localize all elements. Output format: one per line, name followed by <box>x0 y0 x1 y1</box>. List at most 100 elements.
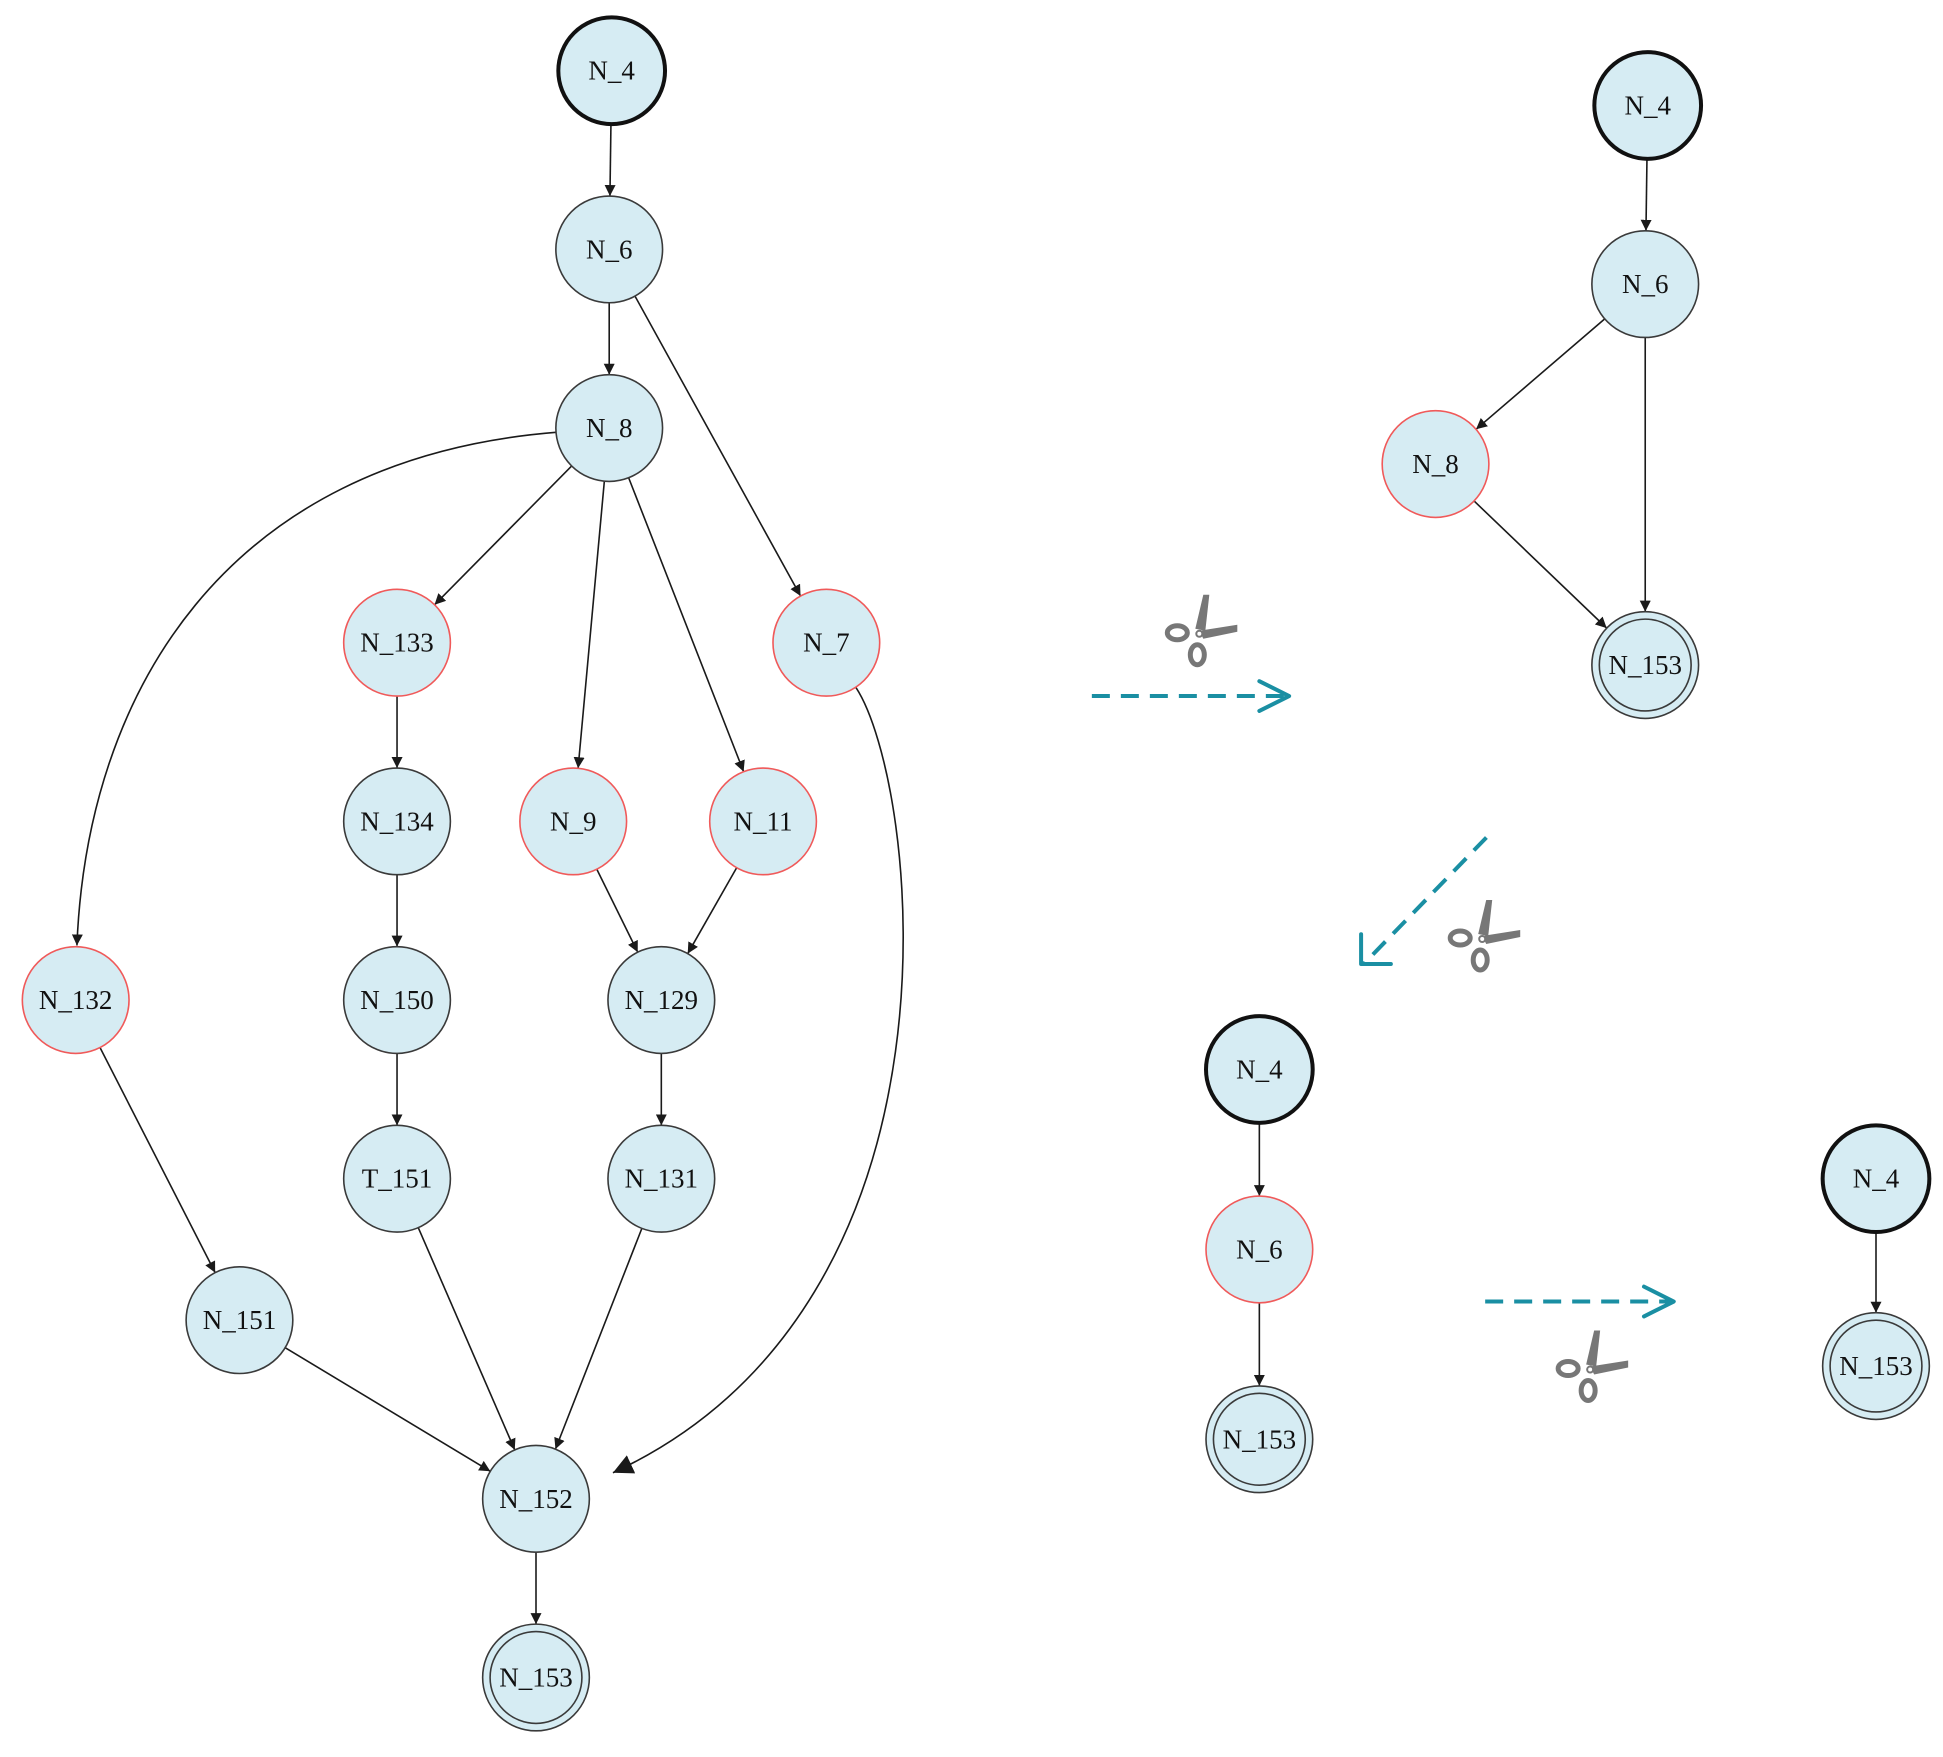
node-circle <box>1820 1123 1932 1235</box>
node-N_133-original: N_133 <box>342 588 452 697</box>
node-label: N_133 <box>360 628 434 658</box>
node-label: N_150 <box>360 985 434 1015</box>
node-circle <box>555 195 664 304</box>
node-N_6-reduced-2: N_6 <box>1205 1195 1314 1304</box>
node-N_151-original: N_151 <box>185 1265 294 1375</box>
node-inner-ring <box>1598 618 1692 712</box>
node-label: N_8 <box>1412 449 1459 479</box>
node-circle <box>342 588 452 697</box>
edge-N_132-to-N_151 <box>99 1047 216 1274</box>
node-circle <box>1381 409 1490 519</box>
node-label: N_4 <box>1853 1164 1900 1194</box>
graph-original-edges <box>71 124 904 1625</box>
node-N_132-original: N_132 <box>21 945 130 1055</box>
node-label: N_153 <box>1839 1351 1913 1381</box>
node-circle <box>1592 50 1704 161</box>
node-circle <box>1821 1311 1931 1421</box>
scissors-icon <box>1447 900 1521 973</box>
edge-N_8-to-N_9 <box>573 481 606 769</box>
edge-N_8-to-N_11 <box>627 477 745 772</box>
node-N_7-original: N_7 <box>772 588 881 697</box>
edge-N_4-to-N_6 <box>1640 158 1652 231</box>
graph-reduced-2-nodes: N_4N_6N_153 <box>1204 1014 1315 1494</box>
node-label: N_7 <box>803 628 850 658</box>
node-label: N_9 <box>550 806 597 836</box>
node-label: N_151 <box>203 1305 277 1335</box>
node-N_6-reduced-1: N_6 <box>1591 229 1700 339</box>
node-N_6-original: N_6 <box>555 195 664 304</box>
node-N_153-reduced-2: N_153 <box>1205 1385 1314 1494</box>
node-circle <box>1591 229 1700 339</box>
node-circle <box>481 1623 591 1732</box>
node-label: N_132 <box>39 985 113 1015</box>
node-label: N_131 <box>625 1164 699 1194</box>
node-label: N_153 <box>1223 1424 1297 1454</box>
edge-N_8-to-N_133 <box>433 465 573 606</box>
node-N_153-original: N_153 <box>481 1623 591 1732</box>
scissors-icon <box>1164 594 1238 668</box>
node-circle <box>607 945 716 1055</box>
node-N_4-reduced-2: N_4 <box>1204 1014 1315 1125</box>
node-circle <box>342 945 452 1055</box>
edge-N_6-to-N_8 <box>1475 318 1606 430</box>
edge-N_131-to-N_152 <box>554 1228 643 1450</box>
node-label: N_152 <box>499 1484 573 1514</box>
node-label: N_6 <box>586 234 633 264</box>
transition-arrow-head <box>1359 932 1393 967</box>
node-inner-ring <box>489 1630 583 1725</box>
graph-reduced-3-nodes: N_4N_153 <box>1820 1123 1932 1421</box>
node-N_9-original: N_9 <box>519 767 628 876</box>
edge-N_8-to-N_132 <box>71 431 557 946</box>
node-label: N_153 <box>499 1662 573 1692</box>
scissors-icon <box>1555 1330 1629 1404</box>
node-N_8-original: N_8 <box>555 373 664 483</box>
edge-N_151-to-N_152 <box>284 1346 491 1472</box>
node-label: N_11 <box>734 806 793 836</box>
node-N_4-original: N_4 <box>556 15 668 127</box>
node-N_134-original: N_134 <box>342 767 452 876</box>
edge-N_9-to-N_129 <box>596 868 639 953</box>
edge-T_151-to-N_152 <box>417 1227 516 1451</box>
transition-original-to-reduced-1 <box>1091 594 1292 713</box>
node-T_151-original: T_151 <box>342 1124 452 1233</box>
edge-N_6-to-N_7 <box>634 295 802 597</box>
node-label: T_151 <box>362 1164 433 1194</box>
node-circle <box>607 1124 716 1233</box>
node-circle <box>185 1265 294 1375</box>
node-label: N_6 <box>1236 1234 1283 1264</box>
transition-arrow-head <box>1641 1284 1676 1319</box>
node-N_153-reduced-3: N_153 <box>1821 1311 1931 1421</box>
node-label: N_8 <box>586 413 633 443</box>
node-circle <box>1204 1014 1315 1125</box>
node-N_152-original: N_152 <box>481 1444 591 1553</box>
node-circle <box>1205 1385 1314 1494</box>
node-label: N_153 <box>1608 650 1682 680</box>
edge-N_11-to-N_129 <box>687 867 738 955</box>
node-N_129-original: N_129 <box>607 945 716 1055</box>
node-N_4-reduced-1: N_4 <box>1592 50 1704 161</box>
node-circle <box>21 945 130 1055</box>
transition-arrow-line <box>1362 836 1488 966</box>
graph-reduced-1-nodes: N_4N_6N_8N_153 <box>1381 50 1704 720</box>
node-circle <box>708 767 818 876</box>
graph-reduced-1-edges <box>1473 158 1652 629</box>
node-circle <box>342 767 452 876</box>
node-N_11-original: N_11 <box>708 767 818 876</box>
node-circle <box>1591 610 1700 720</box>
node-inner-ring <box>1829 1319 1923 1413</box>
node-circle <box>556 15 668 127</box>
node-circle <box>481 1444 591 1553</box>
node-N_4-reduced-3: N_4 <box>1820 1123 1932 1235</box>
node-inner-ring <box>1212 1392 1307 1486</box>
transitions-layer <box>1091 594 1676 1404</box>
node-label: N_134 <box>360 806 434 836</box>
node-N_153-reduced-1: N_153 <box>1591 610 1700 720</box>
node-circle <box>772 588 881 697</box>
node-label: N_4 <box>588 56 635 86</box>
node-circle <box>519 767 628 876</box>
node-N_150-original: N_150 <box>342 945 452 1055</box>
node-label: N_4 <box>1236 1055 1283 1085</box>
node-N_131-original: N_131 <box>607 1124 716 1233</box>
